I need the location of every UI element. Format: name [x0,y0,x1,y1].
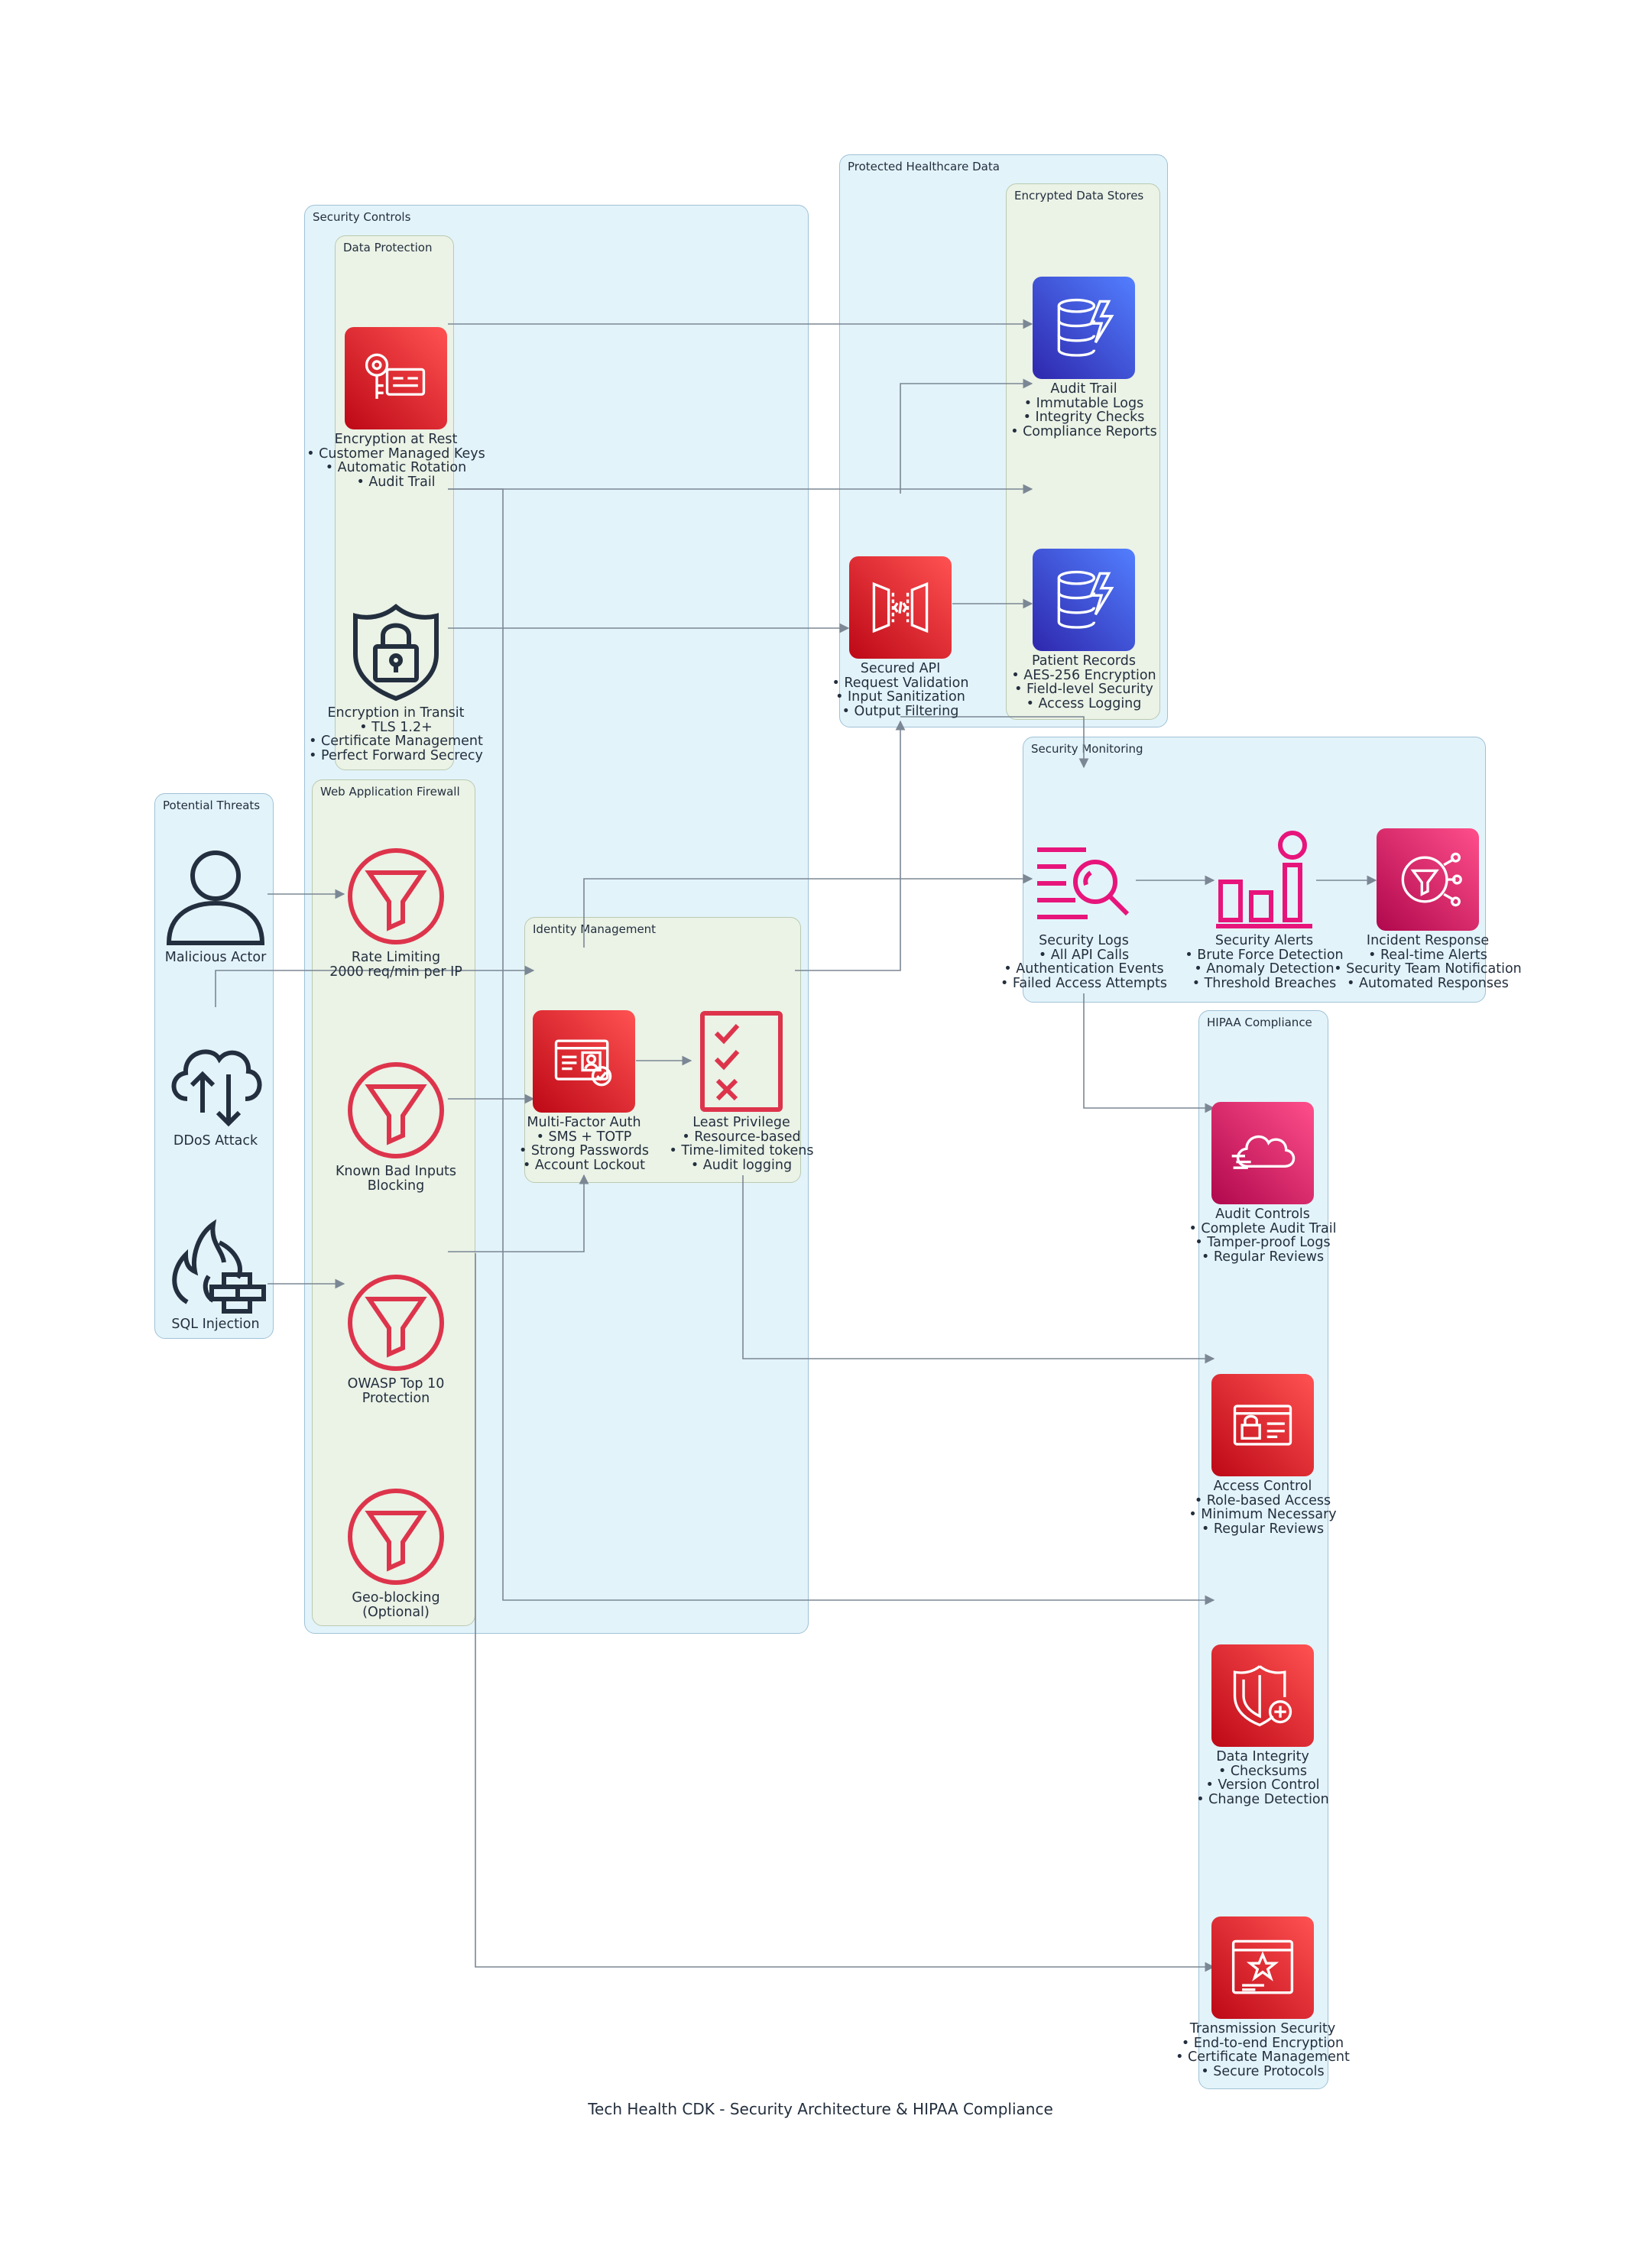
node-patient-records[interactable]: Patient Records • AES-256 Encryption • F… [931,549,1237,711]
checklist-icon [690,1010,793,1113]
edge-least-priv-access [742,1175,1215,1364]
edge-logs-audit-controls [1083,993,1215,1113]
funnel-icon [345,845,447,948]
cluster-potential-threats: Potential Threats [154,793,274,1339]
cluster-label: Security Controls [313,210,411,224]
edge-ddos-identity [215,965,535,1007]
lock-card-icon [1211,1374,1314,1476]
node-owasp-top-10[interactable]: OWASP Top 10 Protection [243,1272,549,1405]
cluster-label: Web Application Firewall [320,785,460,799]
api-gateway-icon [849,556,952,659]
edge-enc-rest-access-control [448,488,1215,1605]
node-rate-limiting[interactable]: Rate Limiting 2000 req/min per IP [243,845,549,979]
dynamodb-icon [1033,277,1135,379]
cluster-label: Data Protection [343,241,433,254]
edge-api-audit-trail [900,378,1033,494]
shield-lock-icon [345,601,447,703]
sns-funnel-icon [1377,828,1479,931]
funnel-icon [345,1272,447,1374]
node-least-privilege[interactable]: Least Privilege • Resource-based • Time-… [589,1010,894,1172]
node-sql-injection[interactable]: SQL Injection [63,1212,368,1332]
cluster-label: HIPAA Compliance [1207,1016,1312,1029]
cluster-label: Identity Management [533,922,657,936]
edge-waf-transmission [475,1253,1215,1972]
dynamodb-icon [1033,549,1135,651]
bar-alarm-icon [1213,828,1315,931]
node-security-alerts[interactable]: Security Alerts • Brute Force Detection … [1111,828,1417,990]
node-geo-blocking[interactable]: Geo-blocking (Optional) [243,1486,549,1619]
certificate-star-icon [1211,1916,1314,2019]
node-known-bad-inputs[interactable]: Known Bad Inputs Blocking [243,1059,549,1193]
node-secured-api[interactable]: Secured API • Request Validation • Input… [748,556,1053,718]
edge-api-security-logs [900,716,1089,769]
cluster-label: Potential Threats [163,799,261,812]
cluster-label: Encrypted Data Stores [1014,189,1144,202]
node-data-integrity[interactable]: Data Integrity • Checksums • Version Con… [1110,1644,1416,1806]
node-encryption-at-rest[interactable]: Encryption at Rest • Customer Managed Ke… [243,327,549,489]
user-icon [164,845,267,948]
key-certificate-icon [345,327,447,429]
node-audit-controls[interactable]: Audit Controls • Complete Audit Trail • … [1110,1102,1416,1264]
node-malicious-actor[interactable]: Malicious Actor [63,845,368,965]
node-encryption-in-transit[interactable]: Encryption in Transit • TLS 1.2+ • Certi… [243,601,549,763]
funnel-icon [345,1059,447,1162]
node-incident-response[interactable]: Incident Response • Real-time Alerts • S… [1275,828,1581,990]
edge-identity-api [795,720,906,971]
node-security-logs[interactable]: Security Logs • All API Calls • Authenti… [931,828,1237,990]
fire-wall-icon [164,1212,267,1314]
edge-identity-security-logs [583,873,1033,948]
diagram-title: Tech Health CDK - Security Architecture … [588,2100,1053,2118]
node-transmission-security[interactable]: Transmission Security • End-to-end Encry… [1110,1916,1416,2078]
cluster-identity-management: Identity Management [524,917,801,1183]
cloudtrail-icon [1211,1102,1314,1204]
shield-plus-icon [1211,1644,1314,1747]
node-ddos-attack[interactable]: DDoS Attack [63,1029,368,1149]
cluster-waf: Web Application Firewall [312,779,475,1626]
cluster-label: Protected Healthcare Data [848,160,1000,173]
cloud-updown-icon [164,1029,267,1131]
identity-card-check-icon [533,1010,635,1113]
funnel-icon [345,1486,447,1588]
edge-owasp-mfa [448,1174,589,1252]
log-search-icon [1033,828,1135,931]
cluster-label: Security Monitoring [1031,742,1143,756]
node-multi-factor-auth[interactable]: Multi-Factor Auth • SMS + TOTP • Strong … [431,1010,737,1172]
node-audit-trail[interactable]: Audit Trail • Immutable Logs • Integrity… [931,277,1237,439]
node-access-control[interactable]: Access Control • Role-based Access • Min… [1110,1374,1416,1536]
